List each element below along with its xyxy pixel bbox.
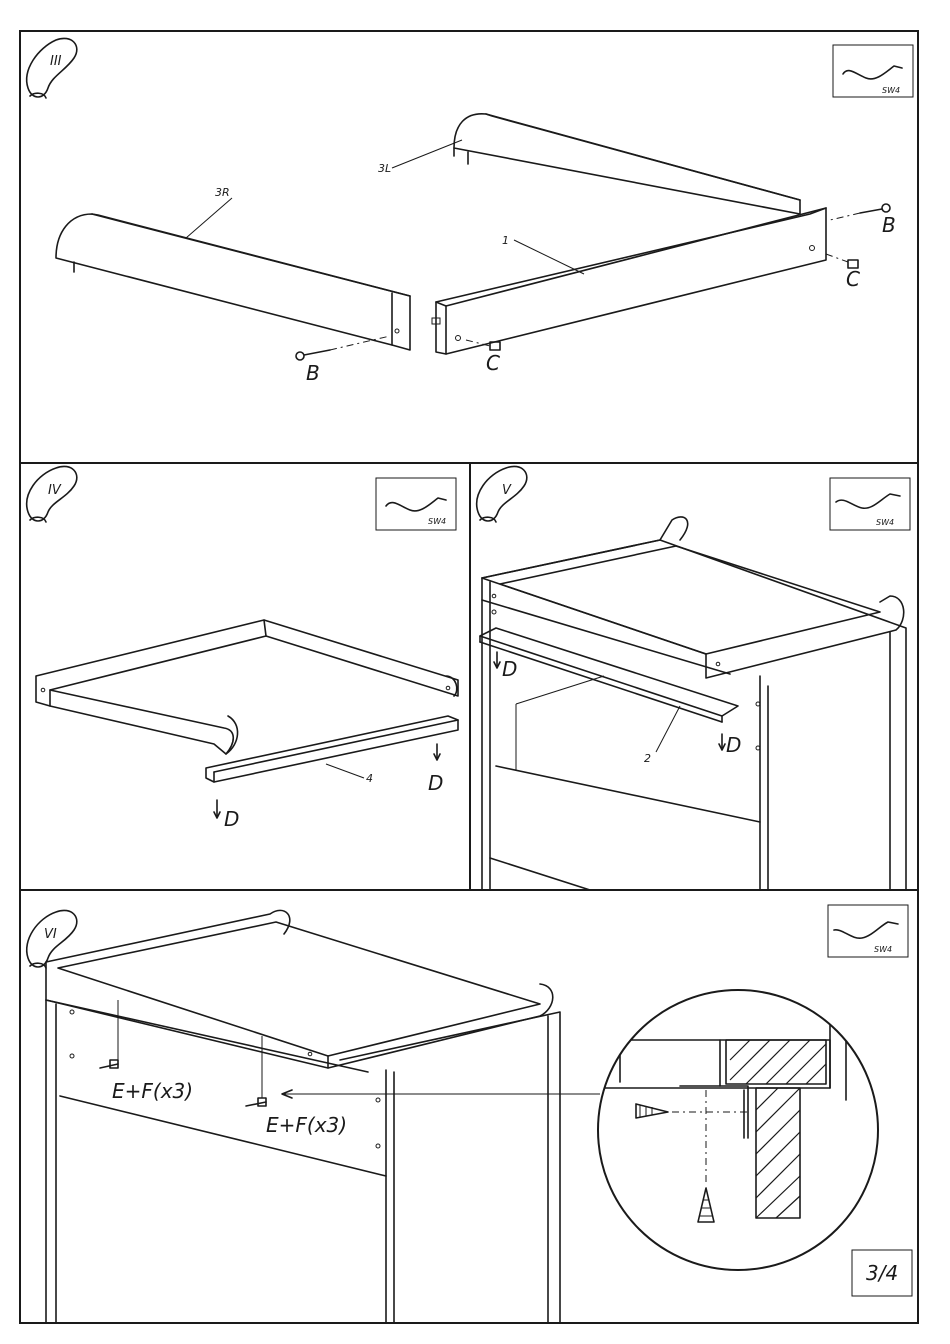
slat-4 [206, 716, 458, 782]
bolt-b-right [830, 204, 890, 220]
hardware-label-d-left: D [502, 657, 517, 681]
allen-key-label: SW4 [882, 86, 900, 95]
side-rail-left [56, 214, 410, 350]
part-label-3r: 3R [215, 186, 230, 199]
hardware-label-b-right: B [882, 213, 896, 237]
panel-step-iii: III SW4 3R 3L [27, 38, 913, 385]
detail-screw-horizontal [636, 1104, 668, 1118]
allen-key-badge: SW4 [833, 45, 913, 97]
step-foot-icon: VI [27, 910, 77, 968]
side-rail-right [454, 114, 800, 214]
allen-key-label: SW4 [428, 517, 446, 526]
hardware-label-c-right: C [846, 267, 860, 291]
detail-screw-vertical [698, 1188, 714, 1222]
panel-step-iv: IV SW4 4 D [27, 466, 458, 831]
step-number: III [50, 54, 62, 69]
allen-key-label: SW4 [876, 518, 894, 527]
hardware-label-ef-right: E+F(x3) [266, 1113, 347, 1137]
screw-d-left [494, 652, 500, 668]
hardware-label-d-left: D [224, 807, 239, 831]
allen-key-label: SW4 [874, 945, 892, 954]
hardware-label-c-left: C [486, 351, 500, 375]
step-number: V [502, 483, 512, 498]
panel-step-v: V SW4 [477, 466, 910, 890]
step-foot-icon: V [477, 466, 527, 522]
front-board [432, 208, 826, 354]
detail-callout-arrow [282, 1090, 600, 1098]
step-foot-icon: III [27, 38, 77, 98]
screw-d-left [214, 800, 220, 818]
allen-key-badge: SW4 [828, 905, 908, 957]
slat-2 [480, 628, 738, 722]
page-number: 3/4 [866, 1261, 898, 1285]
page-frame [20, 31, 918, 1323]
cabinet-body [482, 540, 906, 890]
page-number-box: 3/4 [852, 1250, 912, 1296]
detail-magnifier [598, 990, 878, 1270]
allen-key-badge: SW4 [376, 478, 456, 530]
part-label-3l: 3L [378, 162, 391, 175]
allen-key-badge: SW4 [830, 478, 910, 530]
part-label-2: 2 [644, 752, 651, 765]
hatched-section-top [730, 1040, 826, 1084]
hatched-section-side [756, 1088, 800, 1218]
hardware-label-b-left: B [306, 361, 320, 385]
part-label-4: 4 [366, 772, 373, 785]
nut-c-right [826, 254, 858, 268]
screw-ef-left [100, 1000, 118, 1068]
step-number: VI [44, 927, 57, 942]
hardware-label-d-right: D [726, 733, 741, 757]
panel-step-vi: VI SW4 [27, 905, 912, 1323]
changing-tray [482, 517, 904, 678]
step-foot-icon: IV [27, 466, 77, 522]
bolt-b-left [296, 336, 390, 360]
screw-d-right [434, 744, 440, 760]
hardware-label-ef-left: E+F(x3) [112, 1079, 193, 1103]
screw-d-right [719, 734, 725, 750]
step-number: IV [48, 483, 62, 498]
hardware-label-d-right: D [428, 771, 443, 795]
part-label-1: 1 [502, 234, 509, 247]
